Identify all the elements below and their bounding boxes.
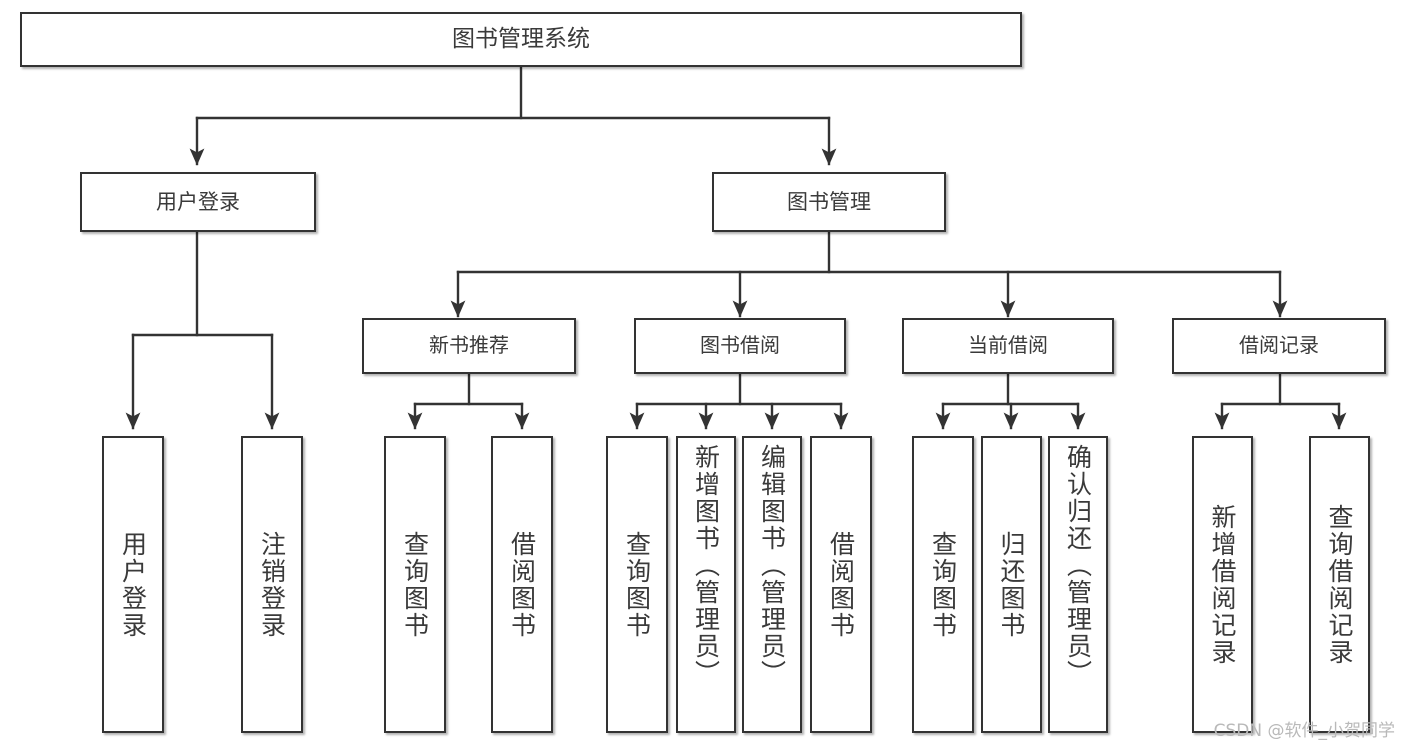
- node-leaf-query-book-2[interactable]: 查询图书: [606, 436, 668, 733]
- node-root[interactable]: 图书管理系统: [20, 12, 1022, 67]
- node-leaf-query-book-1-label: 查询图书: [400, 530, 430, 639]
- node-leaf-return-book-label: 归还图书: [997, 530, 1026, 639]
- node-book-borrow[interactable]: 图书借阅: [634, 318, 846, 374]
- node-leaf-return-book[interactable]: 归还图书: [981, 436, 1042, 733]
- node-leaf-query-book-3[interactable]: 查询图书: [912, 436, 974, 733]
- node-borrow-record[interactable]: 借阅记录: [1172, 318, 1386, 374]
- node-leaf-edit-book-label: 编辑图书（管理员）: [757, 444, 787, 687]
- node-leaf-add-record-label: 新增借阅记录: [1208, 503, 1237, 666]
- node-leaf-query-record-label: 查询借阅记录: [1325, 503, 1354, 666]
- node-current-borrow[interactable]: 当前借阅: [902, 318, 1114, 374]
- node-new-book-recommend-label: 新书推荐: [429, 333, 509, 358]
- node-book-borrow-label: 图书借阅: [700, 333, 780, 358]
- node-leaf-confirm-return[interactable]: 确认归还（管理员）: [1048, 436, 1108, 733]
- node-leaf-confirm-return-label: 确认归还（管理员）: [1063, 444, 1093, 687]
- node-leaf-logout[interactable]: 注销登录: [241, 436, 303, 733]
- node-leaf-user-login[interactable]: 用户登录: [102, 436, 164, 733]
- node-new-book-recommend[interactable]: 新书推荐: [362, 318, 576, 374]
- node-leaf-user-login-label: 用户登录: [118, 530, 148, 639]
- watermark: CSDN @软件_小贺同学: [1213, 721, 1395, 741]
- node-root-label: 图书管理系统: [452, 25, 590, 52]
- node-leaf-borrow-book-2[interactable]: 借阅图书: [810, 436, 872, 733]
- node-leaf-borrow-book-1[interactable]: 借阅图书: [491, 436, 553, 733]
- node-leaf-query-book-2-label: 查询图书: [622, 530, 652, 639]
- node-book-manage-label: 图书管理: [787, 189, 871, 214]
- node-leaf-edit-book[interactable]: 编辑图书（管理员）: [742, 436, 802, 733]
- node-leaf-borrow-book-1-label: 借阅图书: [507, 530, 537, 639]
- node-leaf-borrow-book-2-label: 借阅图书: [826, 530, 856, 639]
- node-leaf-add-record[interactable]: 新增借阅记录: [1192, 436, 1253, 733]
- node-leaf-query-record[interactable]: 查询借阅记录: [1309, 436, 1370, 733]
- node-book-manage[interactable]: 图书管理: [712, 172, 946, 232]
- node-borrow-record-label: 借阅记录: [1239, 333, 1319, 358]
- node-leaf-logout-label: 注销登录: [257, 530, 287, 639]
- node-leaf-add-book-label: 新增图书（管理员）: [691, 444, 721, 687]
- node-leaf-query-book-3-label: 查询图书: [928, 530, 958, 639]
- node-leaf-add-book[interactable]: 新增图书（管理员）: [676, 436, 736, 733]
- node-current-borrow-label: 当前借阅: [968, 333, 1048, 358]
- node-leaf-query-book-1[interactable]: 查询图书: [384, 436, 446, 733]
- node-user-login-label: 用户登录: [156, 189, 240, 214]
- node-user-login[interactable]: 用户登录: [80, 172, 316, 232]
